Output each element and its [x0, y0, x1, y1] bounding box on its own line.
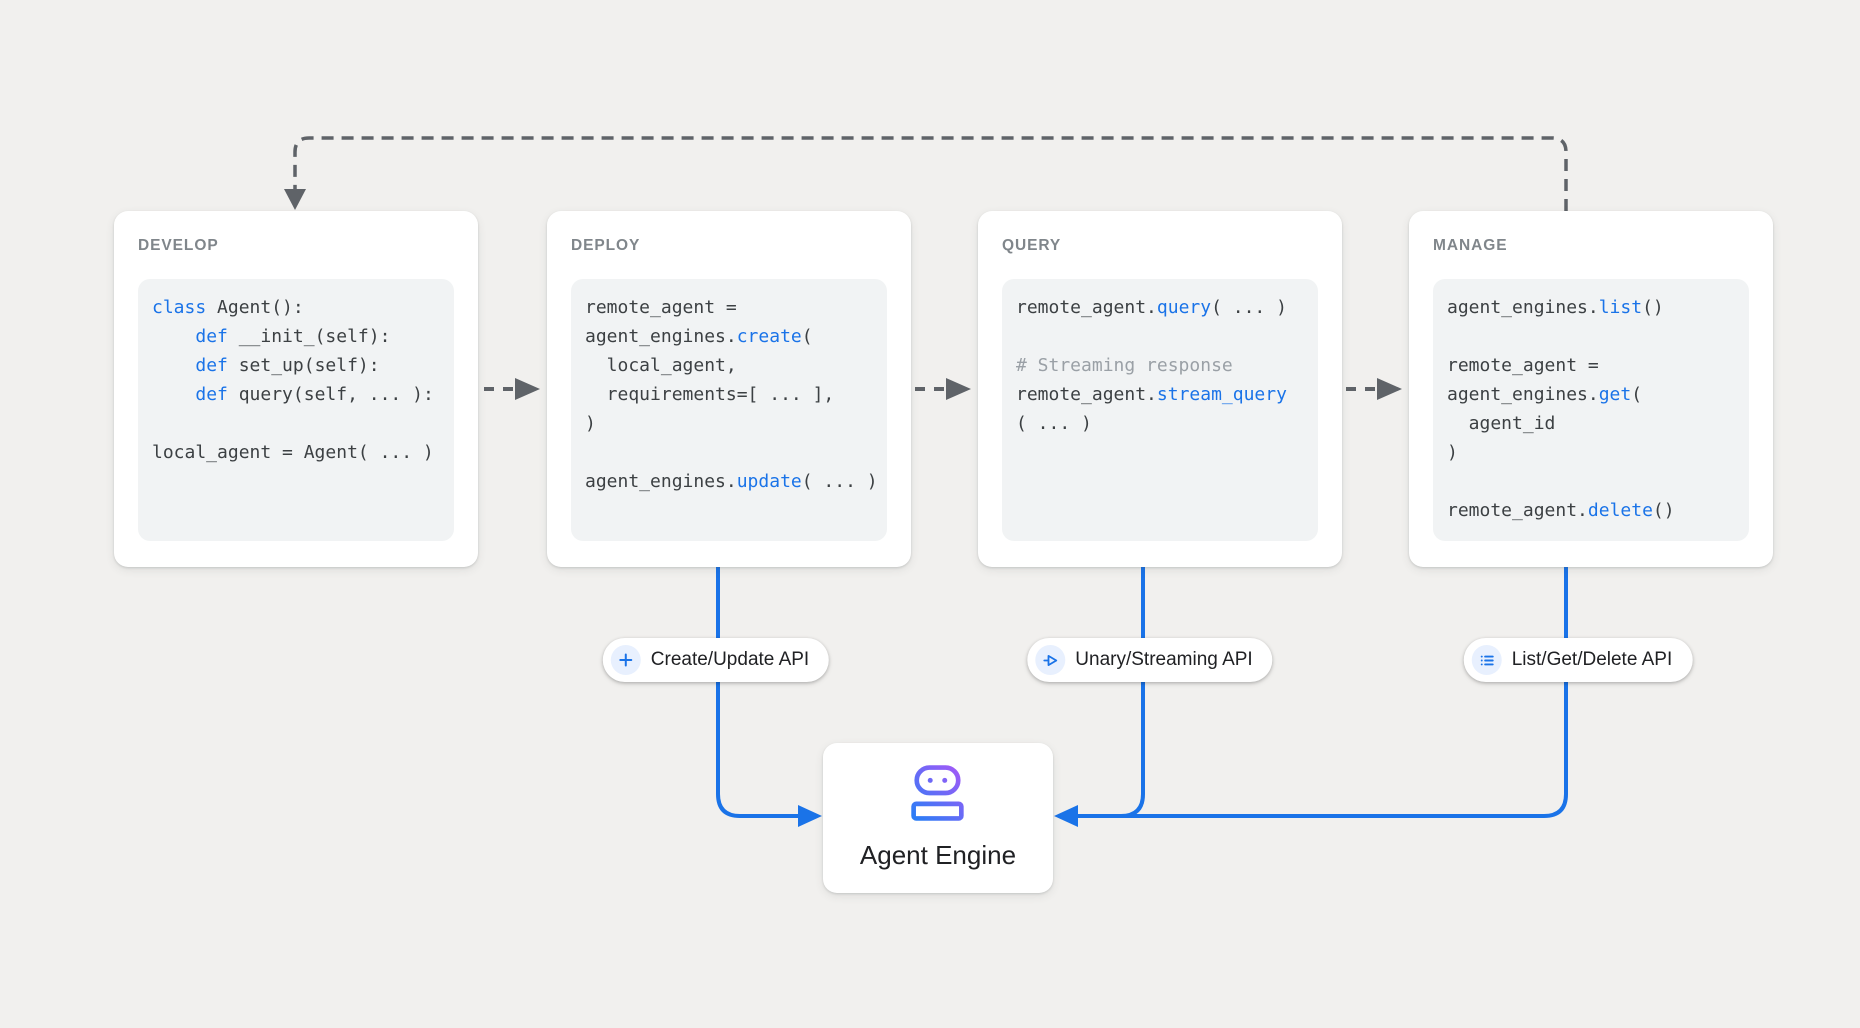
code-line: agent_engines.list() [1447, 297, 1664, 318]
code-line: remote_agent.stream_query [1016, 384, 1287, 405]
code-line: def query(self, ... ): [195, 384, 434, 405]
stage-card-develop: DEVELOP class Agent(): def __init_(self)… [114, 211, 478, 567]
manage-code-block: agent_engines.list() remote_agent = agent… [1433, 279, 1749, 541]
code-line: remote_agent = [1447, 355, 1599, 376]
agent-engine-label: Agent Engine [859, 840, 1017, 870]
code-line: agent_engines.create( [585, 326, 813, 347]
stage-title-manage: MANAGE [1433, 237, 1508, 254]
list-get-delete-api-pill: List/Get/Delete API [1463, 638, 1693, 682]
robot-icon [911, 765, 965, 826]
deploy-engine-connector [716, 566, 799, 818]
code-line: local_agent = Agent( ... ) [152, 442, 434, 463]
code-line: ( ... ) [1016, 413, 1092, 434]
code-line: agent_id [1447, 413, 1556, 434]
unary-streaming-api-pill: Unary/Streaming API [1027, 638, 1273, 682]
stage-card-manage: MANAGE agent_engines.list() remote_agent… [1409, 211, 1773, 567]
code-line [152, 409, 440, 438]
code-line [1447, 467, 1735, 496]
pill-label: Create/Update API [650, 649, 810, 670]
query-code-block: remote_agent.query( ... ) # Streaming re… [1002, 279, 1318, 541]
plus-icon [610, 645, 641, 675]
code-line: requirements=[ ... ], [585, 384, 835, 405]
stage-title-deploy: DEPLOY [571, 237, 641, 254]
code-line [585, 438, 873, 467]
feedback-loop-dashed-line [293, 136, 1568, 211]
stage-card-query: QUERY remote_agent.query( ... ) # Stream… [978, 211, 1342, 567]
code-line: class Agent(): [152, 297, 304, 318]
code-line: ) [1447, 442, 1458, 463]
create-update-api-pill: Create/Update API [602, 638, 830, 682]
engine-right-arrowhead-icon [1054, 805, 1078, 827]
manage-engine-connector [1077, 566, 1568, 818]
deploy-query-arrowhead-icon [946, 378, 971, 400]
code-line: local_agent, [585, 355, 737, 376]
send-icon [1035, 645, 1066, 675]
engine-left-arrowhead-icon [798, 805, 822, 827]
pill-label: Unary/Streaming API [1075, 649, 1253, 670]
code-line: agent_engines.get( [1447, 384, 1643, 405]
deploy-code-block: remote_agent = agent_engines.create( loca… [571, 279, 887, 541]
stage-title-query: QUERY [1002, 237, 1062, 254]
code-line: remote_agent.query( ... ) [1016, 297, 1287, 318]
query-engine-connector [1108, 566, 1145, 818]
code-line: def __init_(self): [195, 326, 391, 347]
code-line: remote_agent = [585, 297, 737, 318]
code-line: remote_agent.delete() [1447, 500, 1675, 521]
code-line: ) [585, 413, 596, 434]
code-line: def set_up(self): [195, 355, 380, 376]
agent-engine-node: Agent Engine [823, 743, 1053, 893]
feedback-loop-arrowhead-icon [284, 189, 306, 210]
pill-label: List/Get/Delete API [1511, 649, 1673, 670]
query-manage-arrowhead-icon [1377, 378, 1402, 400]
list-icon [1471, 645, 1502, 675]
stage-title-develop: DEVELOP [138, 237, 219, 254]
code-line [1016, 322, 1304, 351]
code-line: # Streaming response [1016, 355, 1233, 376]
stage-card-deploy: DEPLOY remote_agent = agent_engines.creat… [547, 211, 911, 567]
develop-code-block: class Agent(): def __init_(self): def se… [138, 279, 454, 541]
code-line [1447, 322, 1735, 351]
develop-deploy-arrowhead-icon [515, 378, 540, 400]
code-line: agent_engines.update( ... ) [585, 471, 878, 492]
